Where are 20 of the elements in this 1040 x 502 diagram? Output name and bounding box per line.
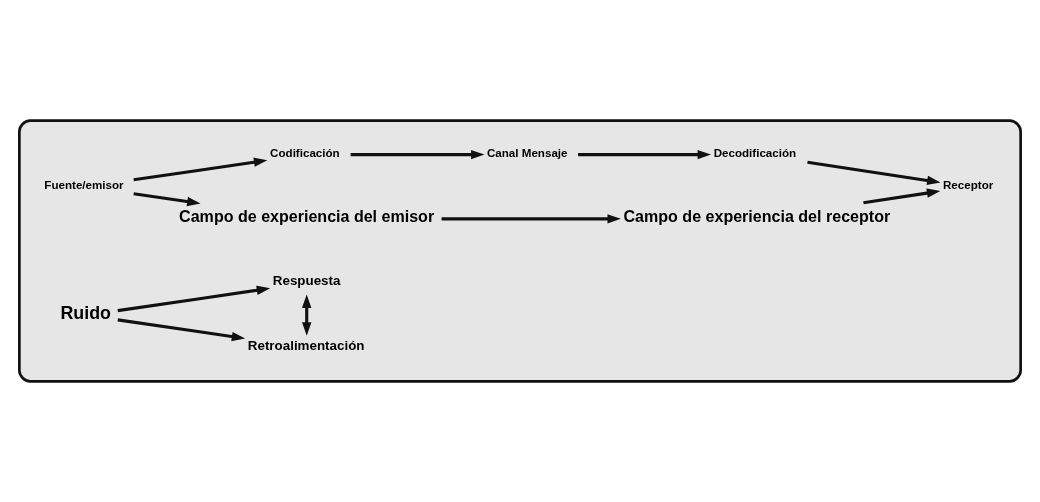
node-text: Codificación bbox=[270, 145, 340, 159]
arrow bbox=[133, 192, 201, 207]
arrow bbox=[133, 157, 268, 182]
arrow bbox=[863, 188, 941, 205]
node-text: Respuesta bbox=[272, 273, 341, 289]
arrow bbox=[350, 149, 485, 160]
node-text: Campo de experiencia del receptor bbox=[623, 206, 891, 225]
node-text: Decodificación bbox=[713, 145, 797, 159]
arrow bbox=[117, 318, 246, 342]
node-text: Receptor bbox=[943, 177, 994, 191]
cluster bbox=[18, 119, 1022, 383]
arrow bbox=[441, 214, 621, 224]
arrow bbox=[807, 160, 941, 186]
node-text: Ruido bbox=[60, 302, 111, 323]
node-text: Fuente/emisor bbox=[44, 177, 124, 191]
arrow bbox=[117, 285, 271, 313]
node-text: Campo de experiencia del emisor bbox=[179, 206, 435, 225]
node-text: Canal Mensaje bbox=[486, 145, 568, 159]
node-text: Retroalimentación bbox=[247, 337, 365, 353]
arrow bbox=[578, 149, 712, 160]
